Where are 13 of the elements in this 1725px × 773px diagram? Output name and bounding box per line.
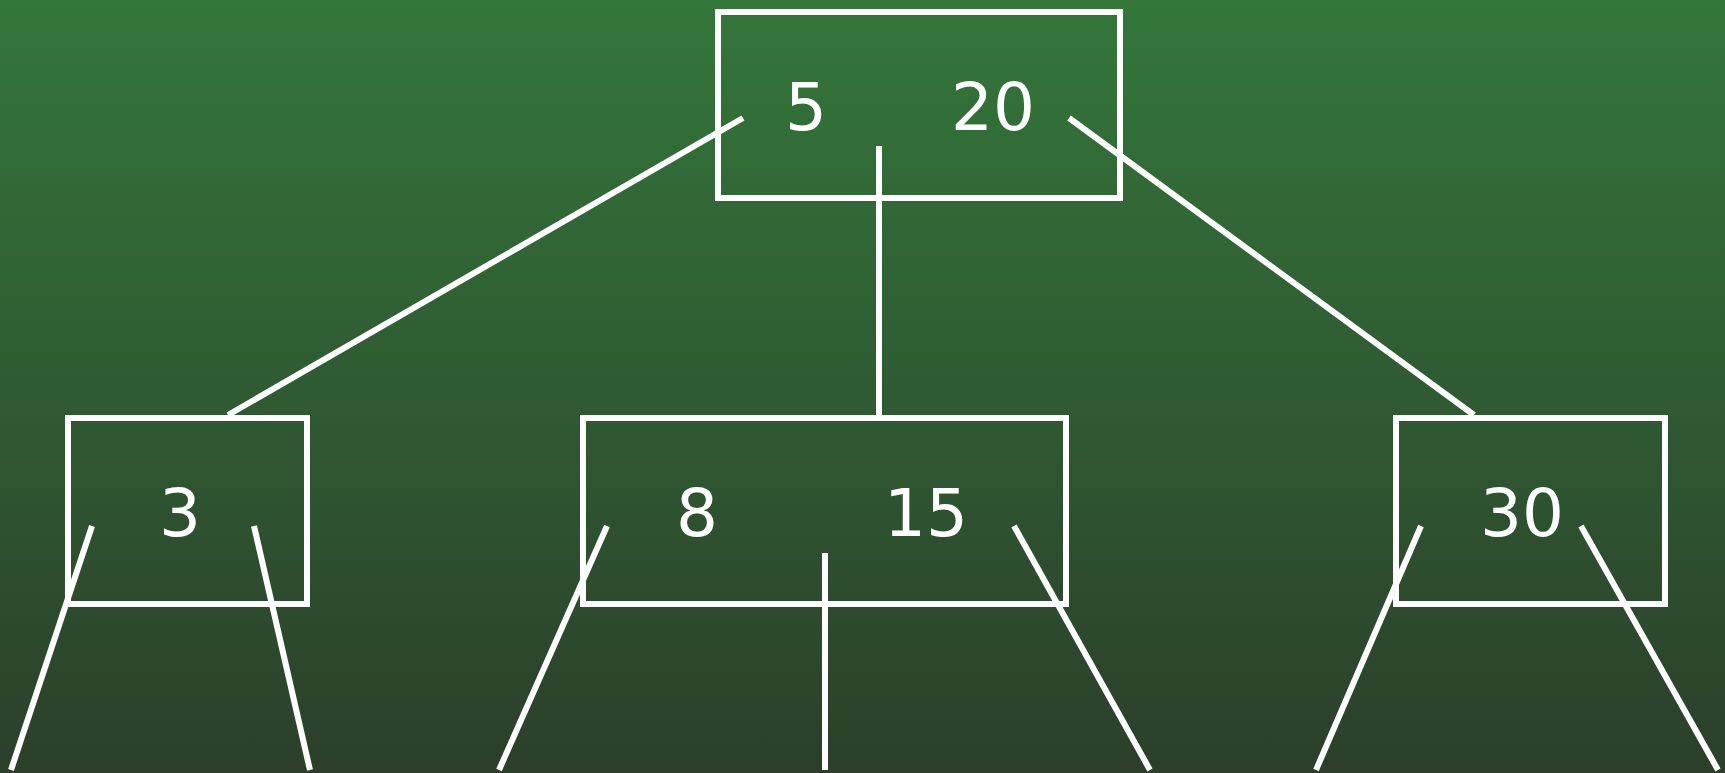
key-value: 5 [785,75,827,141]
key-value: 15 [884,481,968,547]
key-box [580,415,1069,607]
key-value: 30 [1480,481,1564,547]
key-value: 3 [159,481,201,547]
tree-edge [226,115,745,418]
key-box [1393,415,1668,607]
tree-edge [876,146,882,415]
key-box [65,415,310,607]
tree-edge [1067,115,1476,418]
key-value: 20 [951,75,1035,141]
key-box [715,9,1123,201]
key-value: 8 [676,481,718,547]
